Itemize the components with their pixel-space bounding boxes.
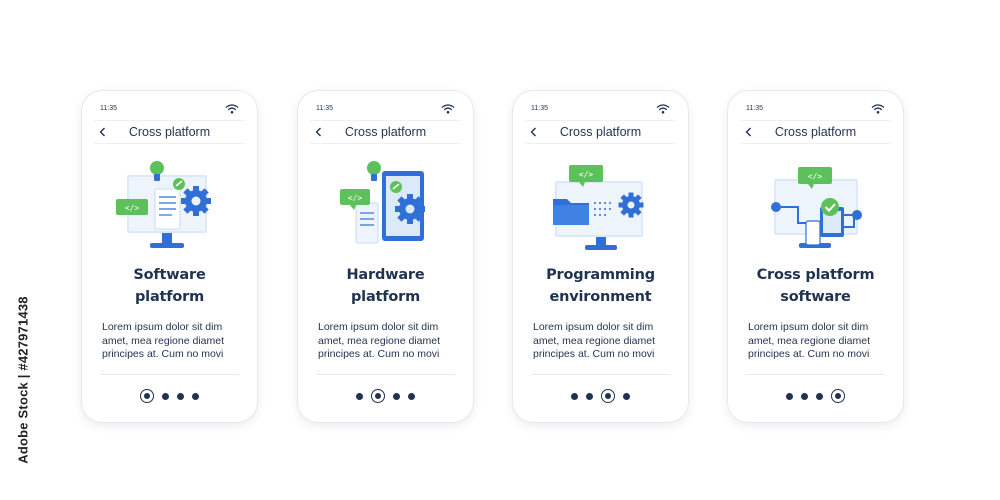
description-line: amet, mea regione diamet	[102, 334, 224, 347]
status-time: 11:35	[316, 105, 333, 112]
heading-line: Hardware	[346, 267, 425, 283]
heading-line: software	[780, 289, 851, 305]
screen-heading: Programming environment	[519, 264, 682, 308]
page-indicator	[728, 388, 903, 404]
page-dot[interactable]	[586, 392, 593, 400]
back-chevron-icon[interactable]	[96, 123, 110, 141]
page-dot[interactable]	[192, 392, 199, 400]
wifi-icon	[656, 104, 670, 114]
page-dot[interactable]	[816, 392, 823, 400]
status-bar: 11:35	[746, 104, 885, 117]
description-line: Lorem ipsum dolor sit dim	[748, 321, 869, 333]
svg-text:</>: </>	[808, 172, 823, 181]
back-chevron-icon[interactable]	[742, 123, 756, 141]
wifi-icon	[225, 104, 239, 114]
description-line: amet, mea regione diamet	[318, 334, 440, 347]
screen-header: Cross platform	[525, 120, 676, 144]
page-indicator	[82, 388, 257, 404]
page-dot-active[interactable]	[140, 389, 154, 403]
screen-header: Cross platform	[94, 120, 245, 144]
screen-title: Cross platform	[128, 125, 211, 139]
page-dot[interactable]	[571, 392, 578, 400]
status-bar: 11:35	[316, 104, 455, 117]
phone-screen-cross-platform-software: 11:35 Cross platform	[728, 91, 903, 422]
screen-description: Lorem ipsum dolor sit dim amet, mea regi…	[533, 321, 680, 362]
page-dot[interactable]	[623, 392, 630, 400]
stock-watermark-id: Adobe Stock | #427971438	[14, 270, 32, 490]
page-dot[interactable]	[356, 392, 363, 400]
phone-screen-programming-environment: 11:35 Cross platform	[513, 91, 688, 422]
software-platform-illustration: </>	[116, 161, 211, 248]
phone-screen-software-platform: 11:35 Cross platform	[82, 91, 257, 422]
screen-header: Cross platform	[310, 120, 461, 144]
screen-description: Lorem ipsum dolor sit dim amet, mea regi…	[318, 321, 465, 362]
page-dot[interactable]	[786, 392, 793, 400]
screen-heading: Software platform	[88, 264, 251, 308]
page-dot[interactable]	[177, 392, 184, 400]
page-dot-active[interactable]	[371, 389, 385, 403]
description-line: Lorem ipsum dolor sit dim	[318, 321, 439, 333]
stock-id-text: Adobe Stock | #427971438	[15, 296, 31, 464]
phone-screen-hardware-platform: 11:35 Cross platform </>	[298, 91, 473, 422]
screen-title: Cross platform	[774, 125, 857, 139]
description-line: principes at. Cum no movi	[748, 348, 870, 360]
screen-heading: Cross platform software	[734, 264, 897, 308]
heading-line: platform	[135, 289, 204, 305]
heading-line: Software	[133, 267, 206, 283]
svg-text:</>: </>	[125, 204, 140, 213]
description-line: Lorem ipsum dolor sit dim	[533, 321, 654, 333]
screen-description: Lorem ipsum dolor sit dim amet, mea regi…	[748, 321, 895, 362]
status-bar: 11:35	[100, 104, 239, 117]
screen-description: Lorem ipsum dolor sit dim amet, mea regi…	[102, 321, 249, 362]
heading-line: platform	[351, 289, 420, 305]
status-time: 11:35	[746, 105, 763, 112]
description-line: principes at. Cum no movi	[318, 348, 440, 360]
description-line: principes at. Cum no movi	[533, 348, 655, 360]
divider	[531, 374, 670, 375]
page-indicator	[298, 388, 473, 404]
status-bar: 11:35	[531, 104, 670, 117]
page-dot-active[interactable]	[601, 389, 615, 403]
svg-text:</>: </>	[579, 170, 594, 179]
screen-title: Cross platform	[559, 125, 642, 139]
heading-line: Programming	[546, 267, 655, 283]
page-dot[interactable]	[408, 392, 415, 400]
page-dot[interactable]	[393, 392, 400, 400]
description-line: Lorem ipsum dolor sit dim	[102, 321, 223, 333]
svg-text:</>: </>	[348, 194, 363, 203]
divider	[746, 374, 885, 375]
description-line: amet, mea regione diamet	[748, 334, 870, 347]
page-dot[interactable]	[801, 392, 808, 400]
heading-line: environment	[549, 289, 652, 305]
status-time: 11:35	[531, 105, 548, 112]
wifi-icon	[441, 104, 455, 114]
status-time: 11:35	[100, 105, 117, 112]
page-indicator	[513, 388, 688, 404]
hardware-platform-illustration: </>	[340, 161, 425, 244]
back-chevron-icon[interactable]	[527, 123, 541, 141]
wifi-icon	[871, 104, 885, 114]
divider	[100, 374, 239, 375]
heading-line: Cross platform	[756, 267, 875, 283]
programming-environment-illustration: </>	[553, 165, 644, 250]
page-dot-active[interactable]	[831, 389, 845, 403]
screen-header: Cross platform	[740, 120, 891, 144]
description-line: principes at. Cum no movi	[102, 348, 224, 360]
description-line: amet, mea regione diamet	[533, 334, 655, 347]
screen-title: Cross platform	[344, 125, 427, 139]
page-dot[interactable]	[162, 392, 169, 400]
screen-heading: Hardware platform	[304, 264, 467, 308]
cross-platform-software-illustration: </>	[771, 167, 862, 248]
back-chevron-icon[interactable]	[312, 123, 326, 141]
divider	[316, 374, 455, 375]
